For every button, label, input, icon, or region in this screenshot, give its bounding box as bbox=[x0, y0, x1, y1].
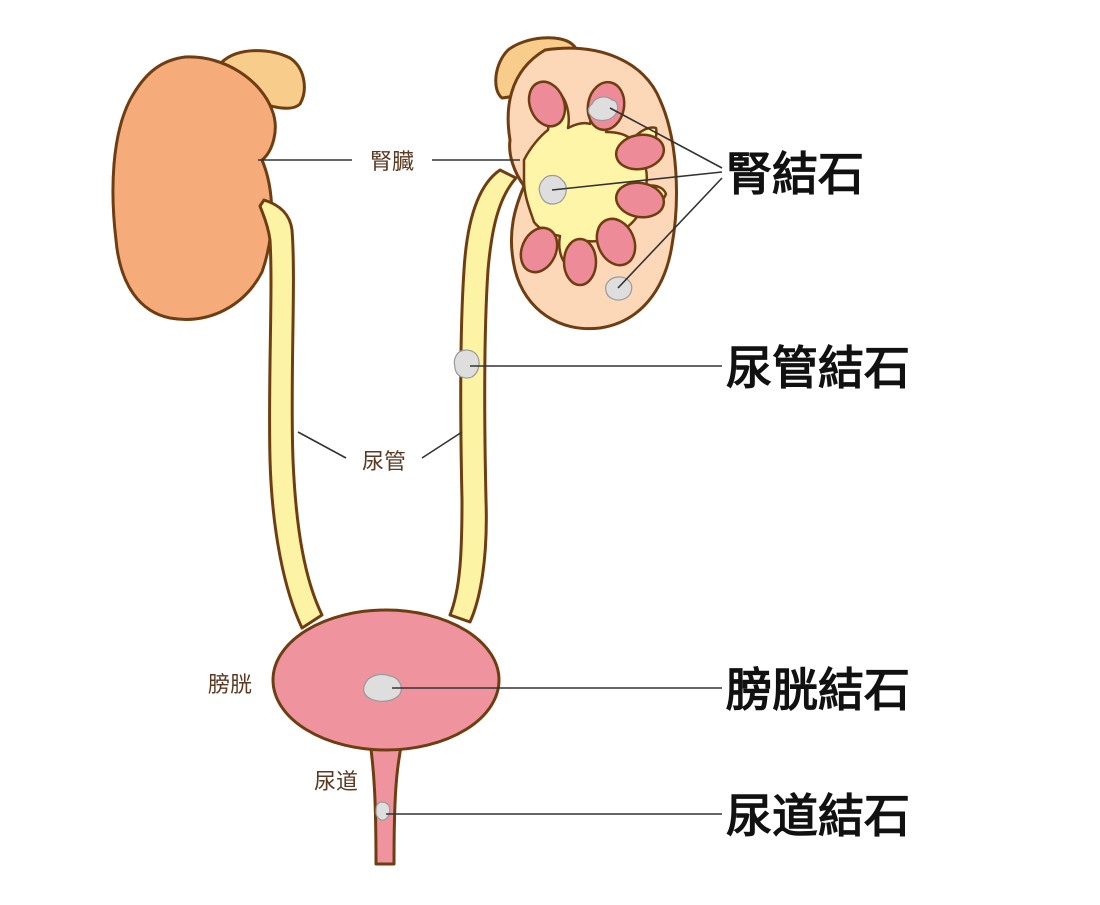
left-kidney bbox=[111, 55, 277, 321]
papilla bbox=[519, 226, 559, 274]
leader-ureter-right bbox=[421, 431, 463, 459]
label-ureter-stone: 尿管結石 bbox=[726, 341, 910, 395]
leader-lines bbox=[258, 107, 723, 815]
stone-bladder bbox=[363, 673, 402, 702]
renal-papillae bbox=[519, 80, 666, 287]
label-urethra-stone: 尿道結石 bbox=[726, 789, 910, 843]
papilla bbox=[595, 217, 637, 267]
right-ureter bbox=[448, 168, 518, 624]
label-ureter: 尿管 bbox=[362, 450, 406, 475]
stone-urethra bbox=[375, 801, 391, 821]
label-bladder: 膀胱 bbox=[208, 673, 252, 698]
stone-ureter bbox=[453, 349, 480, 379]
stones bbox=[363, 96, 633, 821]
papilla bbox=[562, 237, 598, 287]
label-kidney: 腎臓 bbox=[370, 150, 414, 175]
leader-kidney-stone-1 bbox=[609, 107, 723, 169]
leader-ureter-left bbox=[297, 431, 347, 459]
label-kidney-stone: 腎結石 bbox=[726, 147, 864, 201]
bladder-group bbox=[271, 608, 501, 866]
leader-kidney-stone-2 bbox=[551, 171, 723, 191]
papilla bbox=[614, 181, 666, 219]
label-bladder-stone: 膀胱結石 bbox=[726, 663, 910, 717]
leader-kidney-stone-3 bbox=[617, 177, 723, 289]
stone-kidney-3 bbox=[605, 276, 633, 301]
stone-kidney-1 bbox=[587, 96, 619, 122]
left-ureter bbox=[258, 198, 324, 630]
label-urethra: 尿道 bbox=[314, 770, 358, 795]
papilla bbox=[614, 133, 666, 171]
papilla bbox=[527, 80, 567, 128]
